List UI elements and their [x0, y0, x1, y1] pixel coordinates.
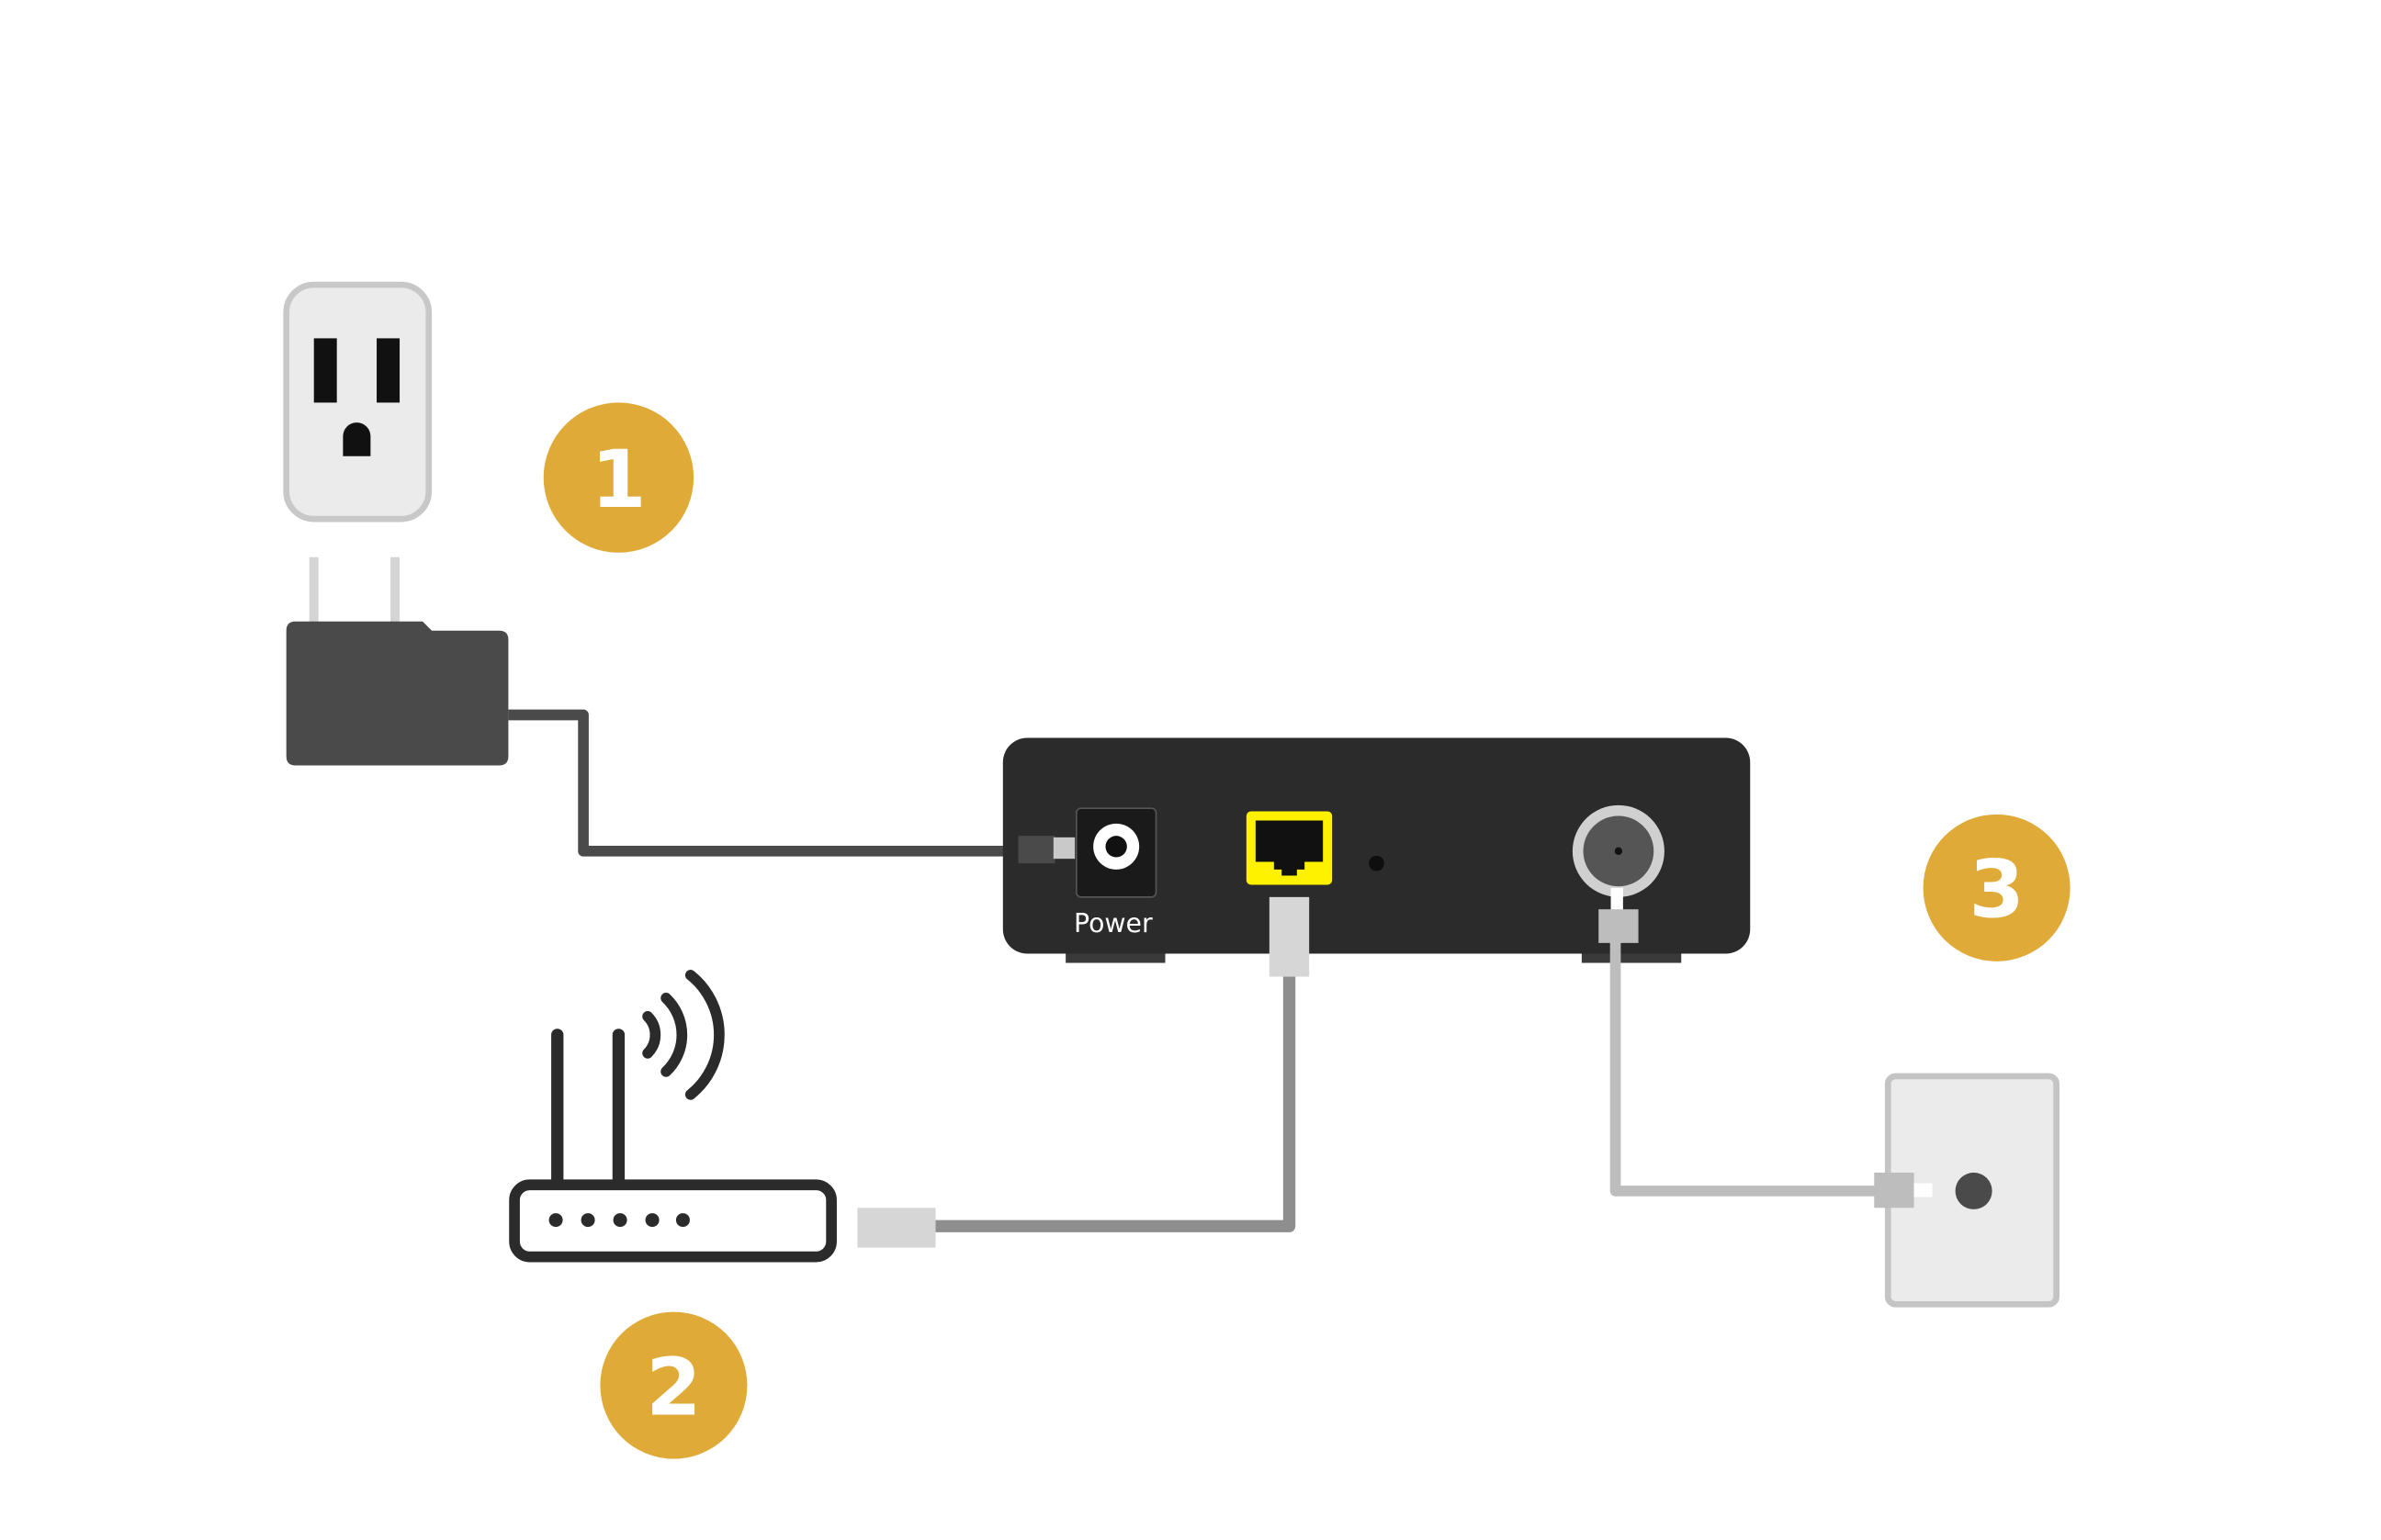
- ethernet-port: [1246, 811, 1333, 885]
- step-number-3: 3: [1969, 845, 2024, 937]
- ethernet-plug-modem: [1269, 896, 1310, 977]
- power-port-label: Power: [1074, 908, 1153, 939]
- step-badge-3: 3: [1923, 814, 2071, 961]
- step-badge-1: 1: [543, 402, 694, 553]
- power-adapter-icon: [286, 556, 509, 766]
- coax-pin-wall: [1913, 1183, 1933, 1197]
- ethernet-plug-router: [857, 1208, 936, 1248]
- coax-cable: [1609, 941, 1878, 1197]
- electrical-outlet-icon: [283, 281, 433, 523]
- wifi-signal-icon: [642, 970, 725, 1100]
- coax-plug-wall: [1874, 1172, 1914, 1208]
- coax-plug-modem: [1598, 909, 1639, 943]
- step-number-1: 1: [591, 434, 646, 526]
- coax-port: [1572, 804, 1664, 897]
- ethernet-cable: [935, 976, 1296, 1232]
- wifi-router-icon: [509, 1029, 837, 1263]
- modem-icon: [1002, 737, 1751, 963]
- reset-pinhole: [1369, 855, 1384, 871]
- step-number-2: 2: [646, 1342, 701, 1433]
- power-plug: [1018, 836, 1076, 864]
- step-badge-2: 2: [600, 1311, 748, 1459]
- power-cable: [508, 709, 1019, 857]
- coax-pin-modem: [1610, 887, 1623, 913]
- power-port: [1075, 807, 1157, 898]
